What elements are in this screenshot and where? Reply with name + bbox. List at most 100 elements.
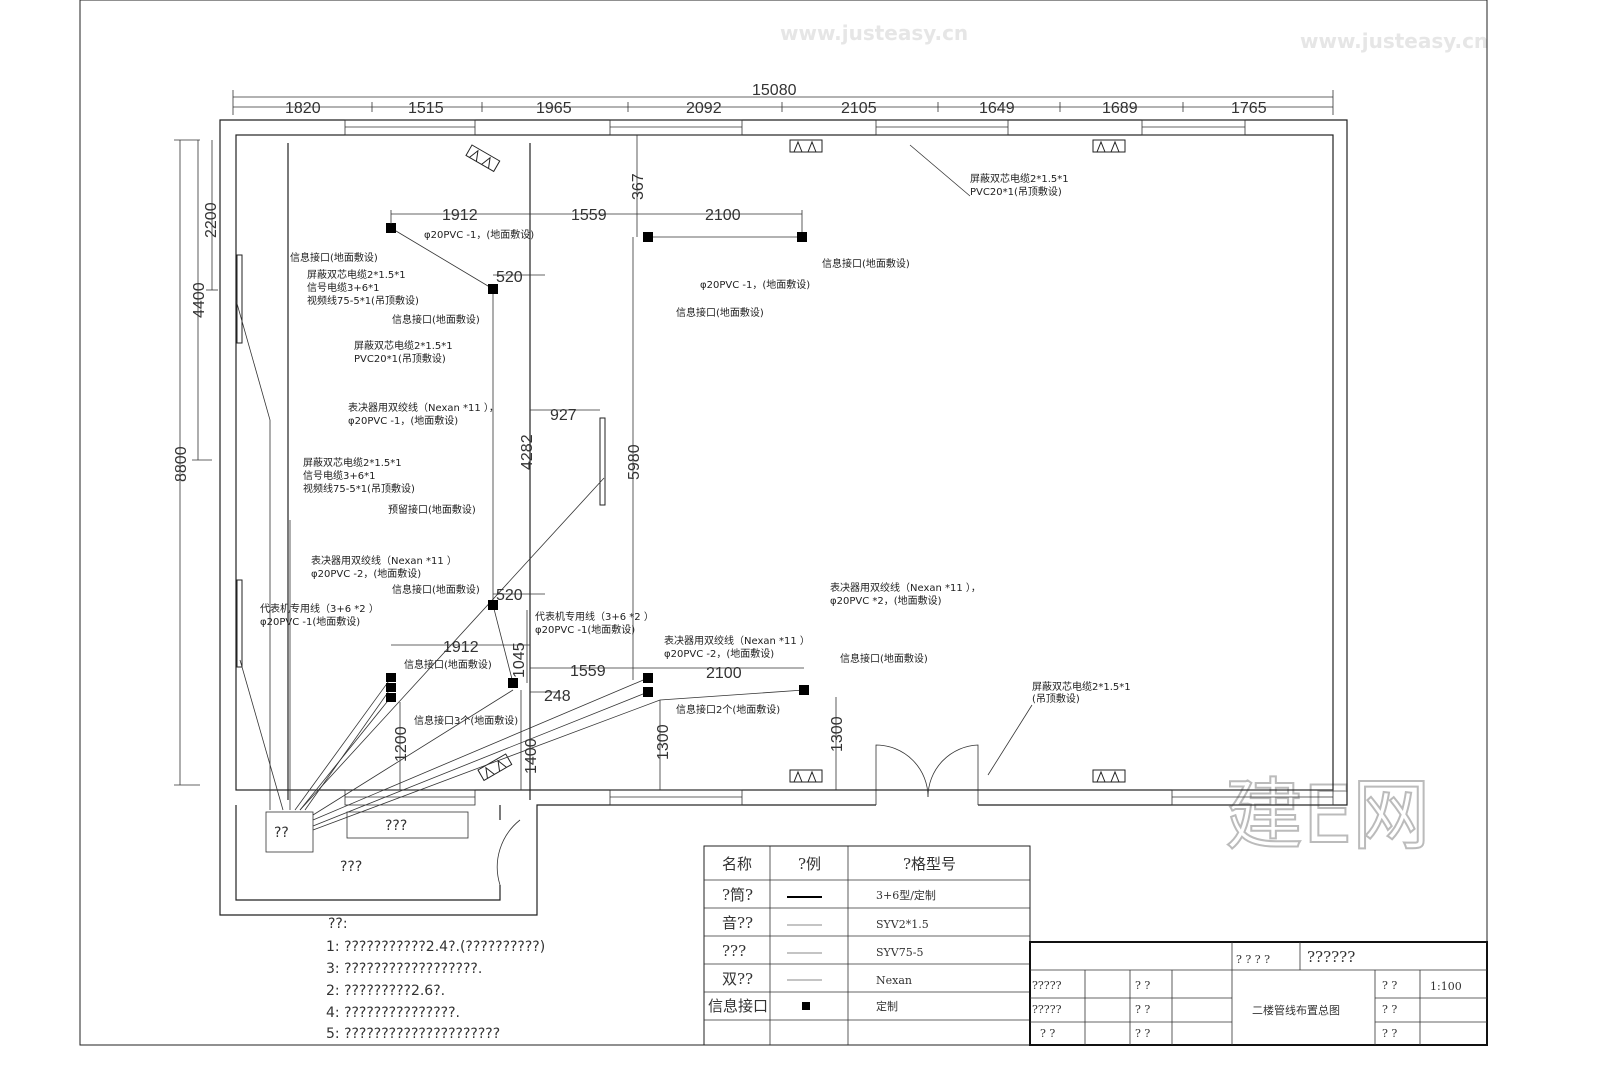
drawing-annotations-22-lines-0: 信息接口(地面敷设) (676, 306, 764, 319)
drawing-inner_dims-d4282: 4282 (519, 434, 536, 470)
rect (236, 579, 243, 668)
legend-rows-0-name: ?筒? (722, 886, 753, 904)
drawing-annotations-15-lines-0: 表决器用双绞线（Nexan *11 ）， (830, 581, 981, 594)
drawing-annotations-12-lines-0: 代表机专用线（3+6 *2 ） (535, 610, 654, 623)
drawing-inner_dims-d1912a: 1912 (442, 207, 478, 224)
drawing-annotations-17-lines-1: (吊顶敷设) (1032, 692, 1080, 705)
rect (643, 687, 653, 697)
polyline (390, 227, 514, 684)
legend-rows-2-spec: SYV75-5 (876, 946, 923, 959)
cable-runs (235, 144, 1033, 831)
drawing-annotations-13-lines-0: 表决器用双绞线（Nexan *11 ） (664, 634, 810, 647)
g (789, 139, 823, 153)
drawing-annotations-5-lines-1: 信号电缆3+6*1 (303, 469, 375, 482)
watermark-site: www.justeasy.cn (780, 21, 968, 45)
drawing-annotations-11-lines-0: 信息接口3个(地面敷设) (414, 714, 518, 727)
polyline (235, 299, 271, 810)
drawing-annotations-18-lines-0: 屏蔽双芯电缆2*1.5*1 (970, 172, 1069, 185)
drawing-annotations-1-lines-2: 视频线75-5*1(吊顶敷设) (307, 294, 419, 307)
line (239, 659, 284, 811)
title_block-r3a: ? ? (1040, 1027, 1055, 1040)
title_block-r2a: ????? (1032, 1003, 1062, 1016)
notes-title: ??: (328, 916, 348, 932)
drawing-inner_dims-d248: 248 (544, 688, 571, 705)
drawing-annotations-18-lines-1: PVC20*1(吊顶敷设) (970, 185, 1062, 198)
path (793, 770, 817, 783)
legend-rows-2-name: ??? (722, 942, 746, 960)
drawing-title: 二楼管线布置总图 (1252, 1003, 1340, 1017)
line (909, 144, 971, 197)
drawing-top_dims-0: 1820 (285, 100, 321, 117)
drawing-inner_dims-d2100a: 2100 (705, 207, 741, 224)
notes-items-3: 4: ???????????????. (326, 1005, 460, 1021)
title_block-r1b: ? ? (1135, 979, 1150, 992)
inner-dimensions (390, 135, 837, 790)
left-dimensions (174, 139, 218, 786)
polyline (235, 805, 501, 901)
title_block-h2: ?????? (1307, 948, 1355, 966)
rect (508, 678, 518, 688)
drawing-annotations-20-lines-0: 信息接口(地面敷设) (822, 257, 910, 270)
rect (1092, 769, 1126, 783)
legend-rows-4-name: 信息接口 (708, 997, 768, 1015)
line (312, 689, 514, 816)
drawing-annotations-9-lines-0: 代表机专用线（3+6 *2 ） (260, 602, 379, 615)
rect (488, 284, 498, 294)
rect (799, 685, 809, 695)
watermark: www.justeasy.cn www.justeasy.cn 建E网 (780, 21, 1488, 862)
drawing-left_dims-0: 8800 (173, 446, 190, 482)
lower-room: ?? ??? ??? (265, 811, 469, 875)
drawing-annotations-9-lines-1: φ20PVC -1(地面敷设) (260, 615, 360, 628)
drawing-annotations-1-lines-0: 屏蔽双芯电缆2*1.5*1 (307, 268, 406, 281)
legend-headers-0: 名称 (722, 855, 752, 873)
notes-items-4: 5: ????????????????????? (326, 1026, 500, 1042)
rect (609, 789, 743, 806)
path (927, 744, 979, 805)
rect (346, 811, 469, 839)
drawing-inner_dims-d520b: 520 (496, 587, 523, 604)
rect (643, 673, 653, 683)
legend-headers-1: ?例 (798, 855, 821, 873)
rect (1141, 119, 1246, 136)
notes: ??: 1: ???????????2.4?.(??????????) 3: ?… (326, 916, 545, 1042)
g (1030, 942, 1487, 1045)
drawing-annotations-6-lines-0: 预留接口(地面敷设) (388, 503, 476, 516)
watermark-site: www.justeasy.cn (1300, 29, 1488, 53)
drawing-inner_dims-d1300b: 1300 (829, 716, 846, 752)
legend-rows-1-spec: SYV2*1.5 (876, 918, 929, 931)
title_block-c3: ? ? (1382, 1027, 1397, 1040)
polyline (304, 687, 392, 811)
drawing-annotations-13-lines-1: φ20PVC -2，(地面敷设) (664, 647, 774, 660)
rect (386, 223, 396, 233)
drawing-annotations-17-lines-0: 屏蔽双芯电缆2*1.5*1 (1032, 680, 1131, 693)
drawing-top_dims-6: 1689 (1102, 100, 1138, 117)
rect (386, 673, 396, 682)
drawing-inner_dims-d1200: 1200 (393, 726, 410, 762)
g (371, 102, 1184, 112)
doors (496, 744, 979, 886)
rect (789, 139, 823, 153)
drawing-annotations-5-lines-2: 视频线75-5*1(吊顶敷设) (303, 482, 415, 495)
rect (235, 134, 1334, 791)
drawing-annotations-4-lines-0: 表决器用双绞线（Nexan *11 ）， (348, 401, 499, 414)
rect (465, 144, 501, 173)
path (1096, 140, 1120, 153)
drawing-top_dims-7: 1765 (1231, 100, 1267, 117)
g (1092, 769, 1126, 783)
g (789, 769, 823, 783)
drawing-annotations-12-lines-1: φ20PVC -1(地面敷设) (535, 623, 635, 636)
legend-rows-3-name: 双?? (722, 970, 753, 988)
info-socket-icons (386, 223, 809, 702)
drawing-rooms-counter: ??? (385, 818, 407, 834)
rect (789, 769, 823, 783)
drawing-annotations-0-lines-0: 信息接口(地面敷设) (290, 251, 378, 264)
drawing-inner_dims-d2100b: 2100 (706, 665, 742, 682)
windows (344, 119, 1334, 806)
g (465, 144, 501, 173)
title_block-h1: ? ? ? ? (1236, 953, 1270, 966)
drawing-annotations-14-lines-0: 信息接口2个(地面敷设) (676, 703, 780, 716)
sheet-frame (79, 0, 1488, 1046)
drawing-top_dims-4: 2105 (841, 100, 877, 117)
rect (386, 683, 396, 692)
